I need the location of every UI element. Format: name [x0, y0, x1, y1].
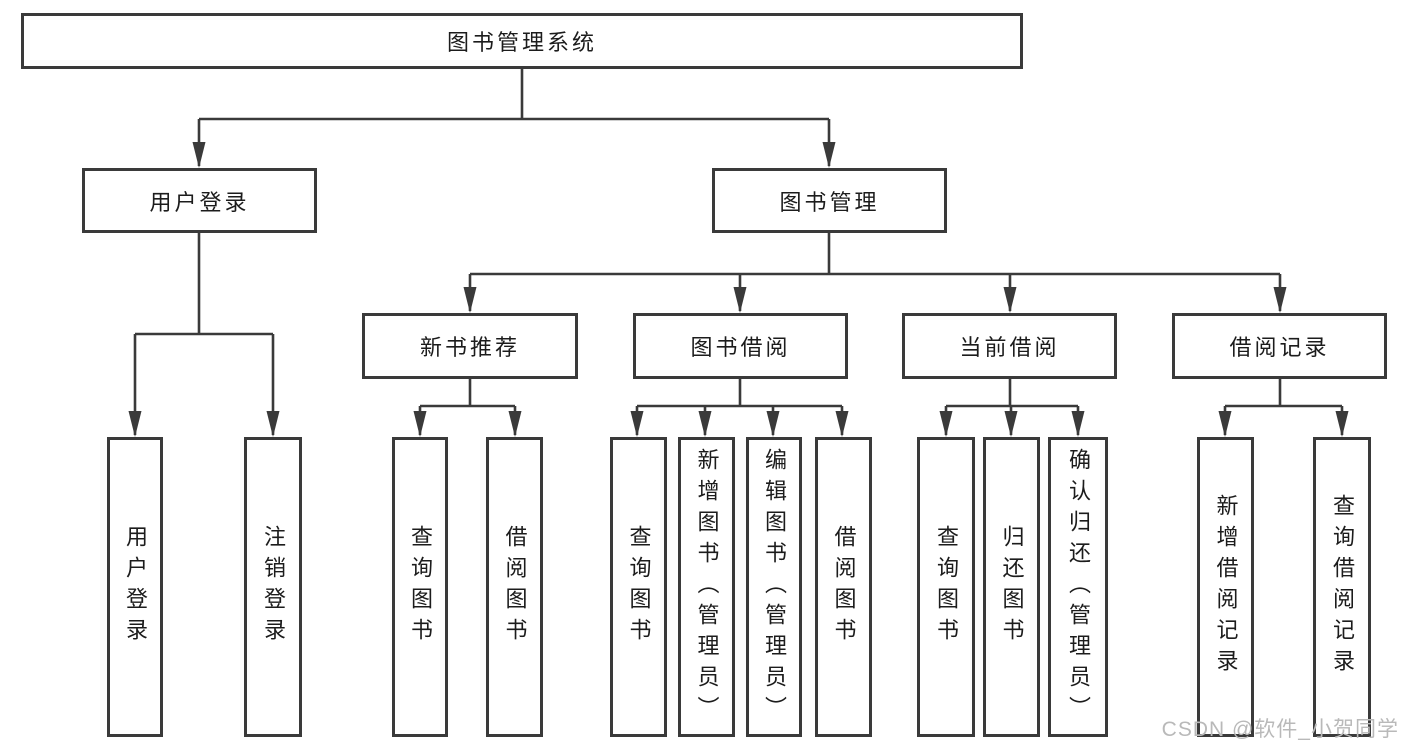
node-label: 当前借阅	[959, 335, 1060, 360]
node-book-borrow: 图书借阅	[633, 313, 848, 379]
leaf-label: 归还图书	[999, 525, 1025, 649]
node-label: 图书借阅	[690, 335, 791, 360]
leaf-add-borrow-record: 新增借阅记录	[1197, 437, 1254, 737]
leaf-add-book-admin: 新增图书（管理员）	[678, 437, 735, 737]
leaf-query-book-recommend: 查询图书	[392, 437, 448, 737]
leaf-label: 编辑图书（管理员）	[762, 447, 787, 727]
leaf-label: 查询图书	[626, 525, 652, 649]
leaf-return-book: 归还图书	[983, 437, 1040, 737]
node-user-login-module: 用户登录	[82, 168, 317, 233]
leaf-label: 确认归还（管理员）	[1066, 447, 1091, 727]
csdn-watermark: CSDN @软件_小贺同学	[1161, 718, 1399, 741]
leaf-query-book-current: 查询图书	[917, 437, 975, 737]
leaf-confirm-return-admin: 确认归还（管理员）	[1048, 437, 1108, 737]
node-label: 图书管理	[779, 189, 880, 215]
leaf-user-login: 用户登录	[107, 437, 163, 737]
node-label: 借阅记录	[1229, 335, 1330, 360]
leaf-label: 借阅图书	[831, 525, 857, 649]
node-book-management-module: 图书管理	[712, 168, 947, 233]
leaf-logout: 注销登录	[244, 437, 302, 737]
node-label: 用户登录	[149, 189, 250, 215]
leaf-label: 查询借阅记录	[1330, 494, 1355, 680]
leaf-label: 新增图书（管理员）	[694, 447, 720, 727]
node-root-system: 图书管理系统	[21, 13, 1023, 69]
leaf-query-borrow-record: 查询借阅记录	[1313, 437, 1371, 737]
node-borrow-record: 借阅记录	[1172, 313, 1387, 379]
leaf-label: 查询图书	[934, 525, 959, 649]
node-new-book-recommend: 新书推荐	[362, 313, 578, 379]
leaf-borrow-book-recommend: 借阅图书	[486, 437, 543, 737]
node-label: 新书推荐	[419, 335, 520, 360]
leaf-label: 借阅图书	[502, 525, 528, 649]
leaf-label: 注销登录	[261, 525, 286, 649]
leaf-query-book-borrow: 查询图书	[610, 437, 667, 737]
leaf-edit-book-admin: 编辑图书（管理员）	[746, 437, 802, 737]
node-current-borrow: 当前借阅	[902, 313, 1117, 379]
leaf-borrow-book: 借阅图书	[815, 437, 872, 737]
leaf-label: 查询图书	[408, 525, 433, 649]
leaf-label: 用户登录	[123, 525, 148, 649]
node-root-label: 图书管理系统	[446, 30, 597, 55]
leaf-label: 新增借阅记录	[1213, 494, 1239, 680]
